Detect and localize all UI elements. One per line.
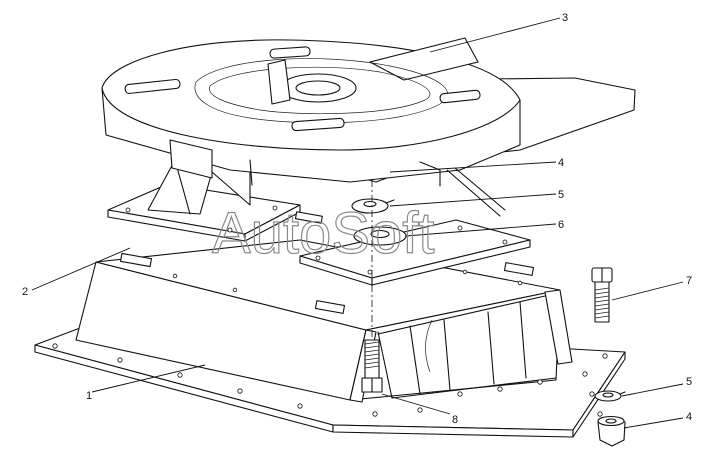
nut-part-4-lower: [597, 415, 626, 447]
callout-5-upper: 5: [558, 189, 564, 201]
callout-4-upper: 4: [558, 157, 564, 169]
stud-part-8: [361, 339, 383, 393]
base-frame-part-1: [34, 239, 626, 438]
callout-6: 6: [558, 219, 564, 231]
leader-lines: [31, 17, 684, 429]
callout-7: 7: [686, 275, 692, 287]
callout-4-lower: 4: [686, 411, 692, 423]
mounting-plate-part-6: [299, 219, 531, 286]
lock-washer-part-5-upper: [351, 198, 395, 214]
callout-labels: 1 2 3 4 5 6 7 5 4 8: [22, 12, 692, 426]
callout-1: 1: [86, 390, 92, 402]
fifth-wheel-saddle-part-3: [101, 37, 636, 217]
bolt-part-7: [591, 267, 613, 323]
callout-8: 8: [452, 414, 458, 426]
callout-2: 2: [22, 286, 28, 298]
watermark-text: AutoSoft: [212, 201, 434, 266]
callout-5-lower: 5: [686, 376, 692, 388]
callout-3: 3: [562, 12, 568, 24]
lock-washer-part-5-lower: [594, 390, 626, 402]
